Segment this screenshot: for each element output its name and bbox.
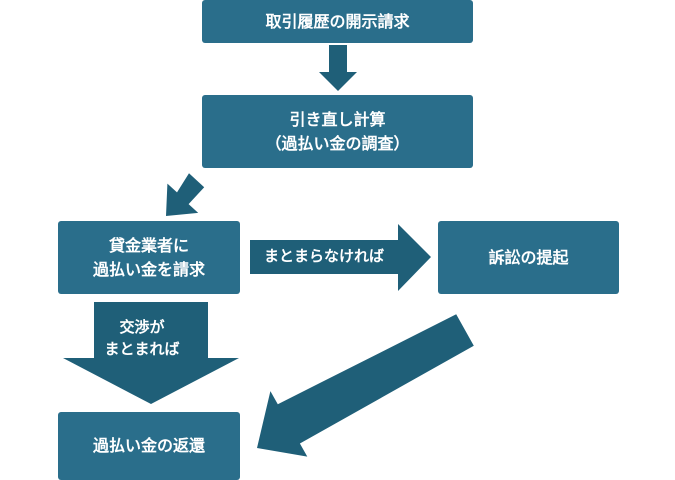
arrow-label-if-settled: 交渉が まとまれば: [80, 316, 204, 360]
arrow-label-if-settled-line1: 交渉が: [119, 318, 165, 336]
arrow-claim-to-lawsuit: [250, 224, 431, 291]
step-recalculation-label: 引き直し計算: [289, 109, 386, 129]
step-recalculation: 引き直し計算 （過払い金の調査）: [202, 95, 473, 168]
step-disclosure-request: 取引履歴の開示請求: [202, 0, 473, 43]
step-refund-label: 過払い金の返還: [92, 436, 205, 455]
arrow-label-if-not-settled: まとまらなければ: [263, 247, 384, 265]
step-recalculation-sublabel: （過払い金の調査）: [265, 133, 410, 153]
step-disclosure-request-label: 取引履歴の開示請求: [265, 11, 410, 31]
arrow-claim-to-refund: [63, 302, 239, 404]
arrow-lawsuit-to-refund: [257, 314, 474, 457]
arrow-label-if-settled-line2: まとまれば: [104, 340, 180, 358]
step-refund: 過払い金の返還: [58, 412, 240, 480]
arrow-disclosure-to-recalc: [319, 45, 357, 91]
step-lawsuit-label: 訴訟の提起: [488, 247, 569, 267]
step-claim-label-line2: 過払い金を請求: [92, 259, 205, 279]
step-lawsuit: 訴訟の提起: [438, 221, 619, 294]
step-claim-label-line1: 貸金業者に: [108, 235, 189, 255]
step-claim-to-lender: 貸金業者に 過払い金を請求: [58, 221, 240, 294]
arrow-recalc-to-claim: [166, 173, 205, 216]
